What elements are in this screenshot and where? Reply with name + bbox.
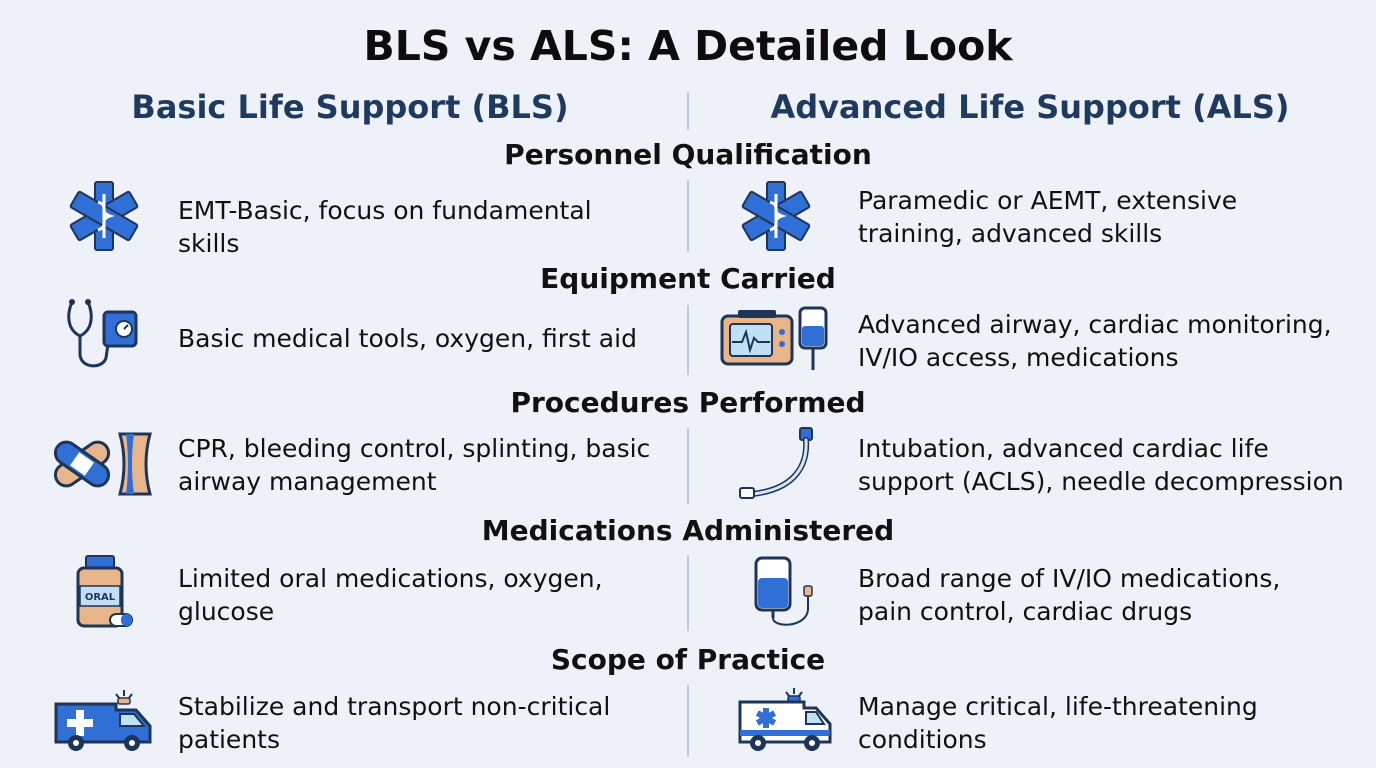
column-divider: [687, 428, 689, 504]
star-of-life-icon: [69, 181, 139, 251]
bls-procedures-text: CPR, bleeding control, splinting, basic …: [178, 434, 651, 496]
als-procedures-text: Intubation, advanced cardiac life suppor…: [858, 434, 1344, 496]
section-title-scope: Scope of Practice: [550, 643, 826, 676]
bls-medications-text: Limited oral medications, oxygen, glucos…: [178, 564, 603, 626]
als-scope-text: Manage critical, life-threatening condit…: [858, 692, 1258, 754]
section-title-medications: Medications Administered: [481, 514, 895, 547]
bandage-splint-icon: [53, 432, 152, 496]
bls-personnel-text: EMT-Basic, focus on fundamental skills: [178, 196, 592, 258]
ambulance-icon: [54, 690, 152, 751]
bls-equipment-text: Basic medical tools, oxygen, first aid: [178, 324, 637, 353]
column-divider: [687, 555, 689, 631]
column-divider: [687, 92, 689, 130]
column-divider: [687, 685, 689, 757]
cardiac-monitor-iv-icon: [720, 306, 828, 370]
section-title-equipment: Equipment Carried: [540, 262, 836, 295]
star-of-life-icon: [741, 181, 811, 251]
als-equipment-text: Advanced airway, cardiac monitoring, IV/…: [858, 310, 1332, 372]
als-column-heading: Advanced Life Support (ALS): [770, 88, 1290, 126]
advanced-ambulance-icon: [738, 688, 832, 751]
column-divider: [687, 180, 689, 252]
oral-medication-bottle-icon: ORAL: [76, 555, 133, 628]
stethoscope-icon: [67, 299, 138, 368]
oral-label-text: ORAL: [85, 592, 116, 603]
bls-scope-text: Stabilize and transport non-critical pat…: [178, 692, 611, 754]
endotracheal-tube-icon: [739, 427, 813, 499]
iv-bag-icon: [754, 556, 813, 626]
als-personnel-text: Paramedic or AEMT, extensive training, a…: [858, 186, 1238, 248]
section-title-procedures: Procedures Performed: [510, 386, 866, 419]
page-title: BLS vs ALS: A Detailed Look: [363, 22, 1013, 70]
column-divider: [687, 305, 689, 375]
section-title-personnel: Personnel Qualification: [504, 138, 872, 171]
bls-column-heading: Basic Life Support (BLS): [131, 88, 569, 126]
als-medications-text: Broad range of IV/IO medications, pain c…: [858, 564, 1281, 626]
